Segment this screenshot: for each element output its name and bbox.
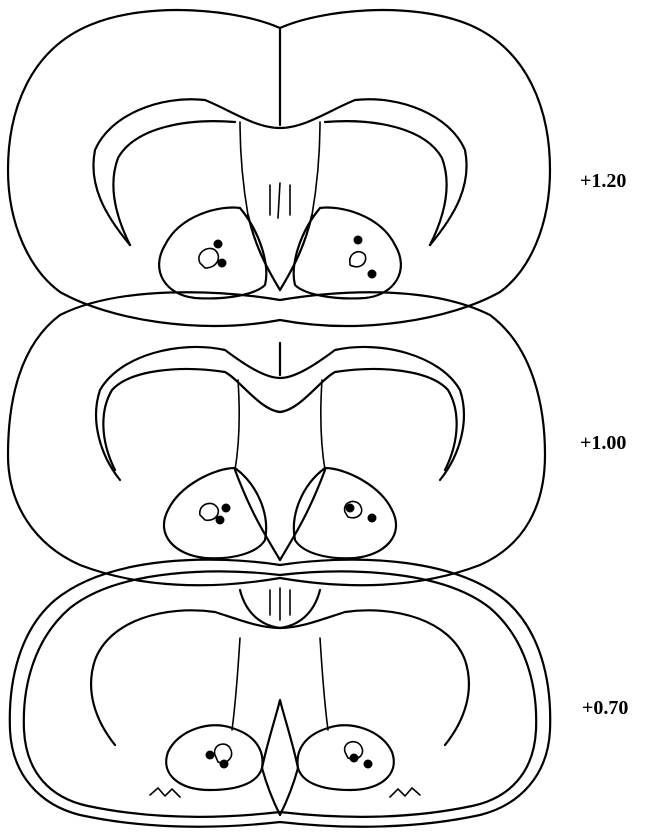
section-1-callosum-left <box>113 121 235 245</box>
section-2-outer-outline <box>8 292 545 585</box>
section-1-region-right <box>294 207 401 298</box>
marker-dot <box>218 259 227 268</box>
section-1-callosum-right <box>325 121 447 245</box>
marker-dot <box>368 270 377 279</box>
section-2-callosum-right <box>280 369 457 470</box>
section-3-inner-contour <box>91 610 469 745</box>
section-2-callosum-left <box>103 369 280 470</box>
section-3-region-right <box>297 725 393 790</box>
marker-dot <box>364 760 373 769</box>
section-3-coordinate-label: +0.70 <box>582 697 628 720</box>
marker-dot <box>222 504 231 513</box>
marker-dot <box>368 514 377 523</box>
marker-dot <box>206 751 215 760</box>
marker-dot <box>350 754 359 763</box>
section-3-region-left <box>166 725 262 790</box>
marker-dot <box>214 240 223 249</box>
section-3-drawing <box>10 560 550 827</box>
section-1-drawing <box>8 10 550 326</box>
marker-dot <box>220 760 229 769</box>
marker-dot <box>216 516 225 525</box>
marker-dot <box>354 236 363 245</box>
section-2-drawing <box>8 292 545 585</box>
section-1-region-left <box>159 207 266 298</box>
marker-dot <box>346 504 355 513</box>
section-1-coordinate-label: +1.20 <box>580 170 626 193</box>
section-2-region-left <box>164 468 266 558</box>
section-2-coordinate-label: +1.00 <box>580 432 626 455</box>
